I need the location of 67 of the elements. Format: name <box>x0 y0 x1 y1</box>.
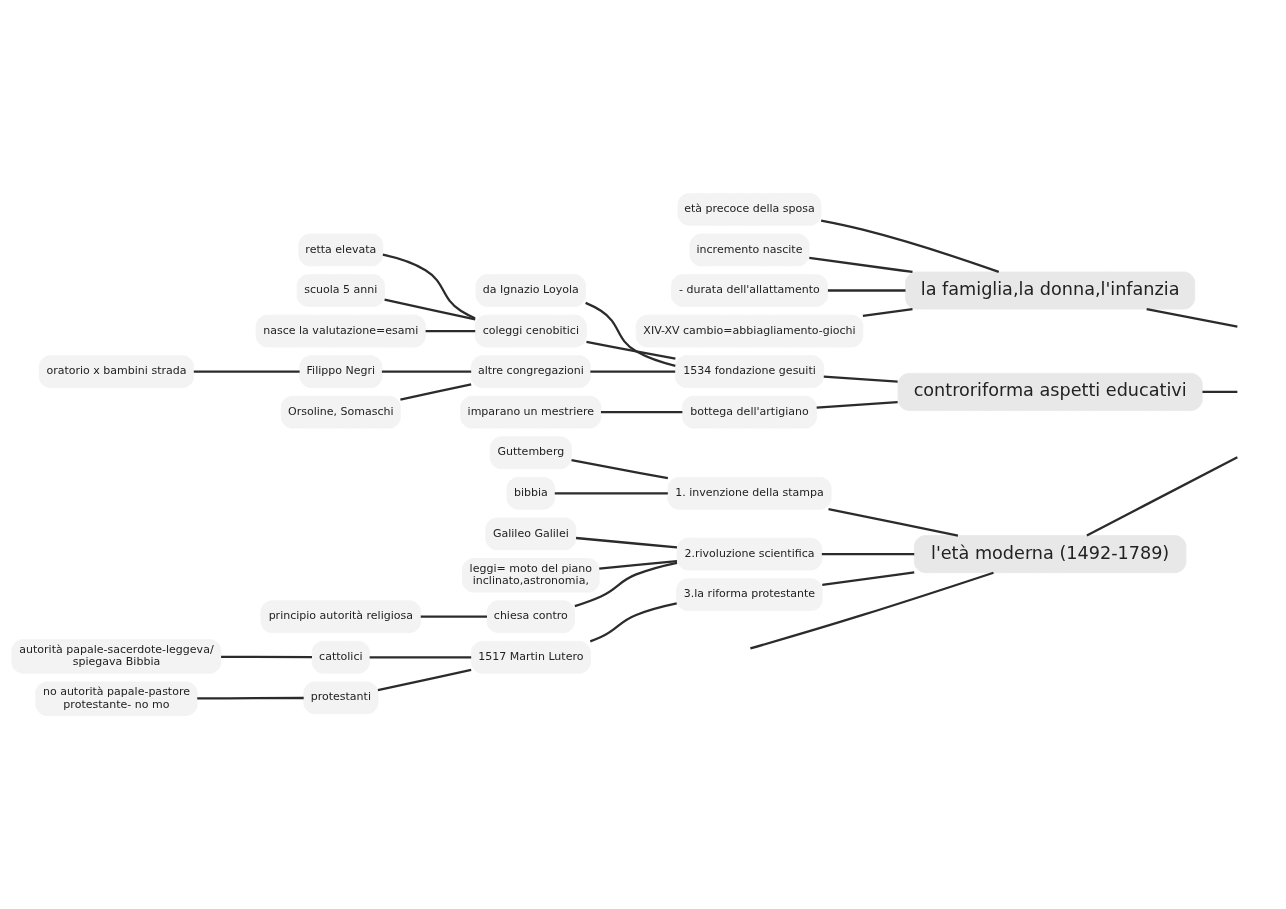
connector <box>197 696 304 700</box>
connector <box>589 602 677 643</box>
connector <box>600 411 683 414</box>
connector <box>425 329 476 333</box>
node-box: controriforma aspetti educativi <box>897 372 1203 411</box>
connector <box>816 401 898 409</box>
node-box: nasce la valutazione=esami <box>255 314 426 348</box>
connector <box>384 298 476 321</box>
node-box: la famiglia,la donna,l'infanzia <box>905 271 1196 310</box>
node-box: protestanti <box>303 681 379 715</box>
connector <box>820 219 1000 274</box>
node-box: no autorità papale-pastore protestante- no mo <box>35 681 198 716</box>
node-box: autorità papale-sacerdote-leggeva/ spiegava Bibbia <box>11 639 222 674</box>
node-box: Guttemberg <box>489 436 572 470</box>
node-box: 1517 Martin Lutero <box>470 640 591 674</box>
node-box: retta elevata <box>298 233 384 267</box>
node-box: 1534 fondazione gesuiti <box>675 355 824 388</box>
node-box: imparano un mestriere <box>460 395 602 429</box>
connector <box>1086 456 1238 537</box>
node-box: oratorio x bambini strada <box>38 355 195 388</box>
node-box: da Ignazio Loyola <box>475 274 586 307</box>
connector <box>828 508 959 537</box>
connector <box>381 370 472 373</box>
connector <box>574 561 678 608</box>
connector <box>750 571 994 650</box>
node-box: - durata dell'allattamento <box>671 274 828 307</box>
connector <box>809 256 913 274</box>
connector <box>821 553 915 556</box>
node-box: XIV-XV cambio=abbiagliamento-giochi <box>635 314 864 348</box>
node-box: altre congregazioni <box>470 355 591 388</box>
node-box: incremento nascite <box>689 233 810 267</box>
node-box: coleggi cenobitici <box>474 314 587 348</box>
connector <box>377 668 472 692</box>
node-box: Galileo Galilei <box>485 517 577 551</box>
node-box: chiesa contro <box>486 600 575 634</box>
connector <box>382 253 476 320</box>
connector <box>554 492 668 495</box>
connector <box>571 459 669 480</box>
connector <box>420 615 487 618</box>
node-box: Orsoline, Somaschi <box>280 395 401 429</box>
connector <box>1146 307 1238 328</box>
node-box: cattolici <box>311 640 370 674</box>
node-box: 2.rivoluzione scientifica <box>676 537 823 571</box>
node-box: Filippo Negri <box>299 355 383 388</box>
node-box: 3.la riforma protestante <box>676 578 823 611</box>
connector <box>599 560 678 570</box>
node-box: scuola 5 anni <box>296 274 385 307</box>
connector <box>369 656 472 659</box>
connector <box>585 301 676 367</box>
connector <box>575 536 678 549</box>
connector <box>221 655 312 659</box>
node-box: l'età moderna (1492-1789) <box>913 535 1187 574</box>
connector <box>862 307 913 317</box>
node-box: 1. invenzione della stampa <box>667 477 832 510</box>
connector <box>193 370 300 373</box>
connector <box>400 383 472 401</box>
node-box: principio autorità religiosa <box>260 600 422 634</box>
node-box: leggi= moto del piano inclinato,astronomia, <box>462 558 600 593</box>
node-box: bibbia <box>506 477 556 510</box>
node-box: bottega dell'artigiano <box>682 395 817 429</box>
connector <box>822 571 915 587</box>
node-box: età precoce della sposa <box>677 193 822 226</box>
connector <box>823 375 898 383</box>
connector <box>1202 390 1238 394</box>
connector <box>590 370 676 373</box>
connector <box>827 289 906 292</box>
connector <box>586 340 676 360</box>
